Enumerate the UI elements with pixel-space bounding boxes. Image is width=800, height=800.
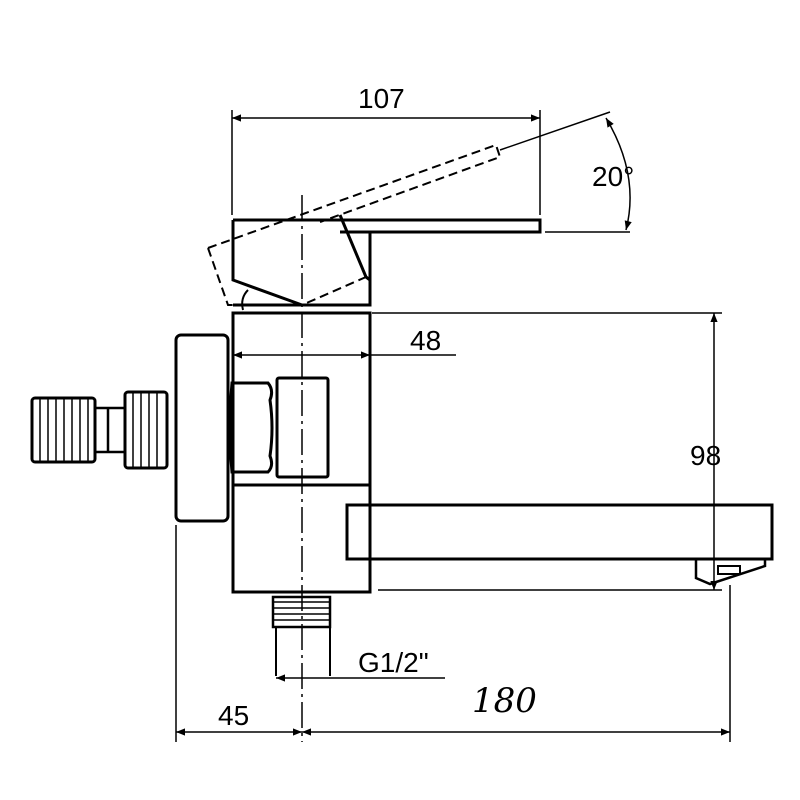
- cartridge: [275, 376, 330, 479]
- dim-height: 98: [690, 440, 721, 471]
- hex-nut: [228, 381, 274, 474]
- handle: [231, 214, 542, 307]
- spout: [345, 503, 774, 561]
- wall-flange: [174, 333, 230, 523]
- dim-connection: G1/2": [358, 647, 429, 678]
- mixer-body: [231, 311, 372, 594]
- inlet-fitting: [30, 390, 169, 470]
- dim-handle-length: 107: [358, 83, 405, 114]
- dim-body-width: 48: [410, 325, 441, 356]
- dim-angle-arc: [605, 117, 632, 231]
- bottom-thread: [271, 595, 332, 629]
- handle-raised-position: [207, 143, 502, 306]
- dim-spout-reach: 180: [472, 681, 537, 721]
- aerator: [694, 559, 767, 586]
- dim-offset: 45: [218, 700, 249, 731]
- dim-handle-angle: 20°: [592, 161, 634, 192]
